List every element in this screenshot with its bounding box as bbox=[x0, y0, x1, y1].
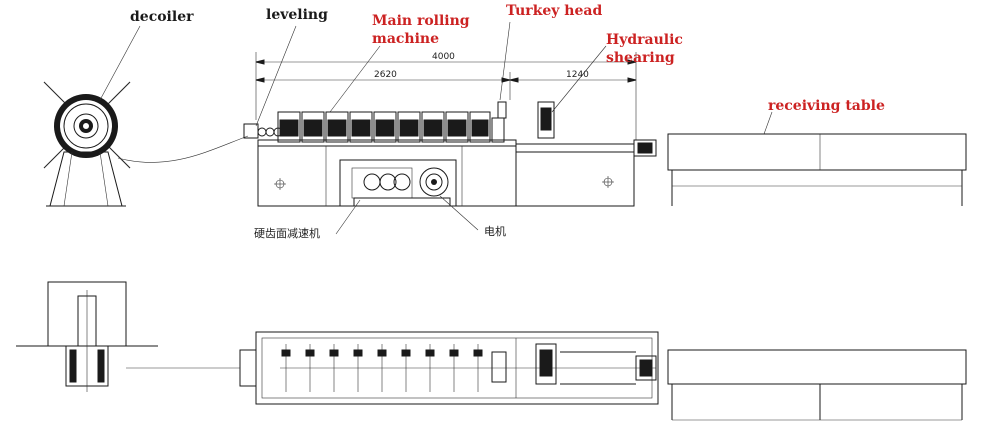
label-motor-cn: 电机 bbox=[484, 225, 506, 238]
receiving-table-plan bbox=[667, 349, 967, 421]
machine-plan bbox=[239, 331, 659, 405]
dimension-total: 4000 bbox=[432, 52, 455, 62]
label-decoiler: decoiler bbox=[130, 9, 194, 25]
label-hydraulic-line2: shearing bbox=[606, 50, 675, 66]
label-turkey-head: Turkey head bbox=[506, 3, 603, 19]
decoiler-plan bbox=[16, 281, 158, 392]
decoiler-elevation bbox=[43, 81, 131, 207]
label-main-rolling-line1: Main rolling bbox=[372, 13, 470, 29]
roll-stations-elevation bbox=[243, 101, 657, 157]
label-gearbox-cn: 硬齿面减速机 bbox=[254, 227, 320, 240]
machine-base-elevation bbox=[257, 145, 635, 207]
label-main-rolling-line2: machine bbox=[372, 31, 439, 47]
dimension-left: 2620 bbox=[374, 70, 397, 80]
label-leveling: leveling bbox=[266, 7, 328, 23]
label-hydraulic-line1: Hydraulic bbox=[606, 32, 683, 48]
receiving-table-elevation bbox=[667, 133, 967, 206]
label-receiving-table: receiving table bbox=[768, 98, 885, 114]
dimension-right: 1240 bbox=[566, 70, 589, 80]
dimension-lines bbox=[255, 52, 637, 140]
